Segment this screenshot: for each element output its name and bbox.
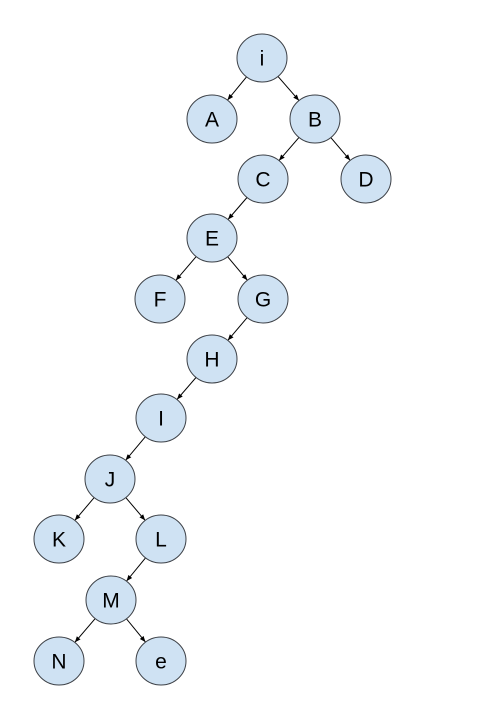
node-label: i: [260, 48, 265, 71]
edge-J-to-L: [125, 497, 146, 521]
tree-node-F: F: [134, 274, 186, 324]
edge-I-to-J: [125, 436, 146, 461]
node-label: A: [205, 109, 219, 132]
tree-node-C: C: [237, 154, 289, 204]
node-label: B: [308, 109, 322, 132]
node-shape: [84, 454, 136, 504]
edge-M-to-N: [74, 618, 96, 643]
node-shape: [340, 154, 392, 204]
edge-H-to-I: [176, 377, 197, 400]
node-label: F: [154, 289, 167, 312]
node-label: C: [255, 169, 270, 192]
tree-node-G: G: [237, 274, 289, 324]
edge-B-to-D: [330, 137, 351, 161]
edge-E-to-F: [175, 256, 197, 281]
edges-layer: [74, 76, 351, 643]
edge-B-to-C: [278, 137, 300, 161]
tree-node-A: A: [186, 94, 238, 144]
node-shape: [289, 94, 341, 144]
node-label: M: [102, 590, 120, 613]
tree-node-L: L: [135, 514, 187, 564]
node-shape: [135, 636, 187, 686]
node-label: E: [205, 228, 219, 251]
node-shape: [135, 514, 187, 564]
edge-J-to-K: [74, 497, 95, 521]
node-shape: [135, 393, 187, 443]
edge-C-to-E: [227, 197, 248, 220]
tree-node-M: M: [85, 575, 137, 625]
tree-node-K: K: [33, 514, 85, 564]
node-label: H: [204, 349, 219, 372]
node-shape: [134, 274, 186, 324]
node-label: G: [255, 289, 271, 312]
tree-node-E: E: [186, 213, 238, 263]
node-shape: [33, 636, 85, 686]
node-shape: [186, 94, 238, 144]
edge-i-to-A: [227, 76, 247, 101]
node-label: I: [158, 408, 164, 431]
node-shape: [237, 274, 289, 324]
node-shape: [186, 213, 238, 263]
node-label: K: [52, 529, 66, 552]
edge-L-to-M: [126, 557, 146, 582]
node-shape: [236, 33, 288, 83]
tree-node-e: e: [135, 636, 187, 686]
node-shape: [237, 154, 289, 204]
node-label: L: [155, 529, 167, 552]
node-shape: [33, 514, 85, 564]
tree-node-D: D: [340, 154, 392, 204]
edge-G-to-H: [227, 317, 248, 341]
tree-node-I: I: [135, 393, 187, 443]
tree-node-i: i: [236, 33, 288, 83]
tree-node-H: H: [186, 334, 238, 384]
node-shape: [85, 575, 137, 625]
tree-node-J: J: [84, 454, 136, 504]
node-label: D: [358, 169, 373, 192]
edge-E-to-G: [227, 256, 248, 281]
edge-M-to-e: [126, 618, 146, 643]
tree-node-N: N: [33, 636, 85, 686]
node-label: N: [51, 651, 66, 674]
node-label: J: [105, 469, 116, 492]
edge-i-to-B: [277, 76, 300, 101]
tree-node-B: B: [289, 94, 341, 144]
node-shape: [186, 334, 238, 384]
node-label: e: [155, 651, 167, 674]
